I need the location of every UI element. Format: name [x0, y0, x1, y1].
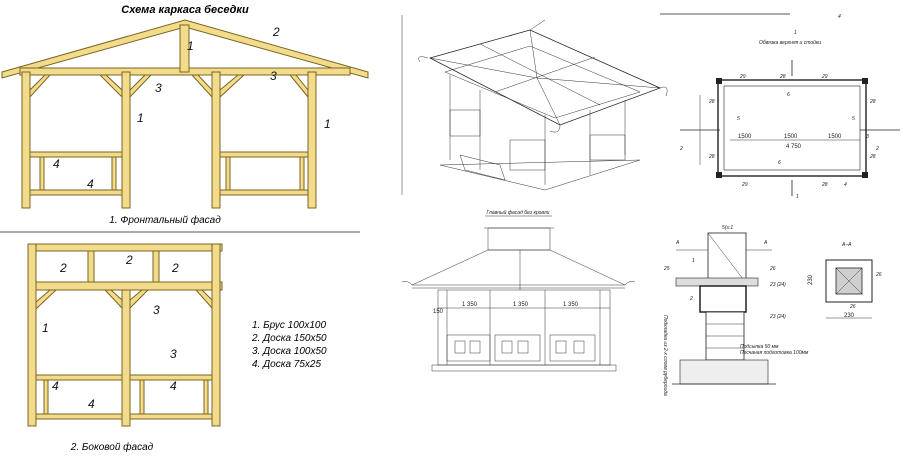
side-callout-4: 4: [52, 379, 59, 393]
side-facade: [27, 243, 223, 427]
callout-1b: 1: [137, 111, 144, 125]
section-mark-26: 26: [769, 266, 776, 272]
plan-mark-28c: 28: [869, 99, 876, 105]
legend: 1. Брус 100x100 2. Доска 150x50 3. Доска…: [251, 320, 327, 370]
legend-item-3: 3. Доска 100x50: [252, 346, 327, 357]
plan-mark-5b: 5: [852, 116, 855, 122]
plan-mark-1b: 1: [796, 194, 799, 200]
section-mark-23: 23 (24): [769, 282, 786, 288]
section-mark-23b: 23 (24): [769, 314, 786, 320]
aa-dim-230b: 230: [808, 274, 814, 285]
front-caption: 1. Фронтальный фасад: [109, 214, 221, 226]
legend-item-1: 1. Брус 100x100: [252, 320, 326, 331]
plan-mark-2b: 2: [875, 146, 879, 152]
legend-item-2: 2. Доска 150x50: [251, 333, 327, 344]
side-callout-2b: 2: [125, 253, 133, 267]
plan-mark-29: 29: [739, 74, 746, 80]
foundation-section: [672, 232, 776, 385]
plan-mark-1: 1: [794, 30, 797, 36]
section-note-2: Подсыпка 50 мм: [740, 344, 779, 350]
side-callout-1: 1: [42, 321, 49, 335]
plan-mark-28e: 28: [869, 154, 876, 160]
side-callout-3b: 3: [170, 347, 177, 361]
callout-1: 1: [187, 39, 194, 53]
plan-title: Обвязка верхняя и стойки: [759, 39, 821, 46]
plan-mark-5: 5: [737, 116, 740, 122]
section-title: 5(s:1: [722, 225, 733, 231]
side-callout-4b: 4: [170, 379, 177, 393]
plan-mark-28: 28: [779, 74, 786, 80]
section-note-1: Подкладка из 2-х слоев рубероида: [662, 315, 668, 396]
page-title: Схема каркаса беседки: [121, 4, 249, 16]
plan-drawing: [680, 60, 900, 196]
callout-1c: 1: [324, 117, 331, 131]
front-facade: [1, 19, 369, 209]
plan-dim-4750: 4 750: [786, 144, 802, 150]
aa-dim-230: 230: [844, 313, 855, 319]
side-callout-3: 3: [153, 303, 160, 317]
side-callout-4c: 4: [88, 397, 95, 411]
isometric-gazebo: [418, 19, 668, 191]
plan-mark-28f: 28: [821, 182, 828, 188]
section-mark-1: 1: [692, 258, 695, 264]
section-note-3: Песчаная подготовка 100мм: [740, 350, 809, 356]
plan-mark-6b: 6: [778, 160, 781, 166]
plan-dim-1500c: 1500: [828, 134, 842, 140]
aa-section: [825, 259, 873, 319]
main-facade: [401, 227, 636, 372]
section-mark-25: 25: [663, 266, 670, 272]
legend-item-4: 4. Доска 75x25: [252, 359, 321, 370]
callout-3b: 3: [270, 69, 277, 83]
aa-mark-26b: 26: [849, 304, 856, 310]
plan-mark-29b: 29: [821, 74, 828, 80]
plan-mark-28d: 28: [708, 154, 715, 160]
callout-3: 3: [155, 81, 162, 95]
section-a-left: A: [675, 240, 680, 246]
aa-mark-26: 26: [875, 272, 882, 278]
facade-dim-1350b: 1 350: [513, 302, 529, 308]
plan-mark-6: 6: [787, 92, 790, 98]
facade-dim-150: 150: [433, 309, 444, 315]
plan-mark-2: 2: [679, 146, 683, 152]
callout-2: 2: [272, 25, 280, 39]
plan-dim-1500: 1500: [738, 134, 752, 140]
plan-mark-28b: 28: [708, 99, 715, 105]
facade-dim-1350: 1 350: [462, 302, 478, 308]
side-callout-2c: 2: [171, 261, 179, 275]
side-caption: 2. Боковой фасад: [70, 441, 154, 453]
callout-4: 4: [53, 157, 60, 171]
aa-title: A–A: [841, 242, 852, 248]
facade-title: Главный фасад без кровли: [487, 209, 550, 216]
plan-mark-3: 3: [866, 134, 869, 140]
section-mark-2: 2: [689, 296, 693, 302]
facade-dim-1350c: 1 350: [563, 302, 579, 308]
plan-mark-29c: 29: [741, 182, 748, 188]
section-a-right: A: [763, 240, 768, 246]
plan-dim-1500b: 1500: [784, 134, 798, 140]
callout-4b: 4: [87, 177, 94, 191]
plan-mark-4b: 4: [844, 182, 847, 188]
plan-mark-4: 4: [838, 14, 841, 20]
side-callout-2: 2: [59, 261, 67, 275]
